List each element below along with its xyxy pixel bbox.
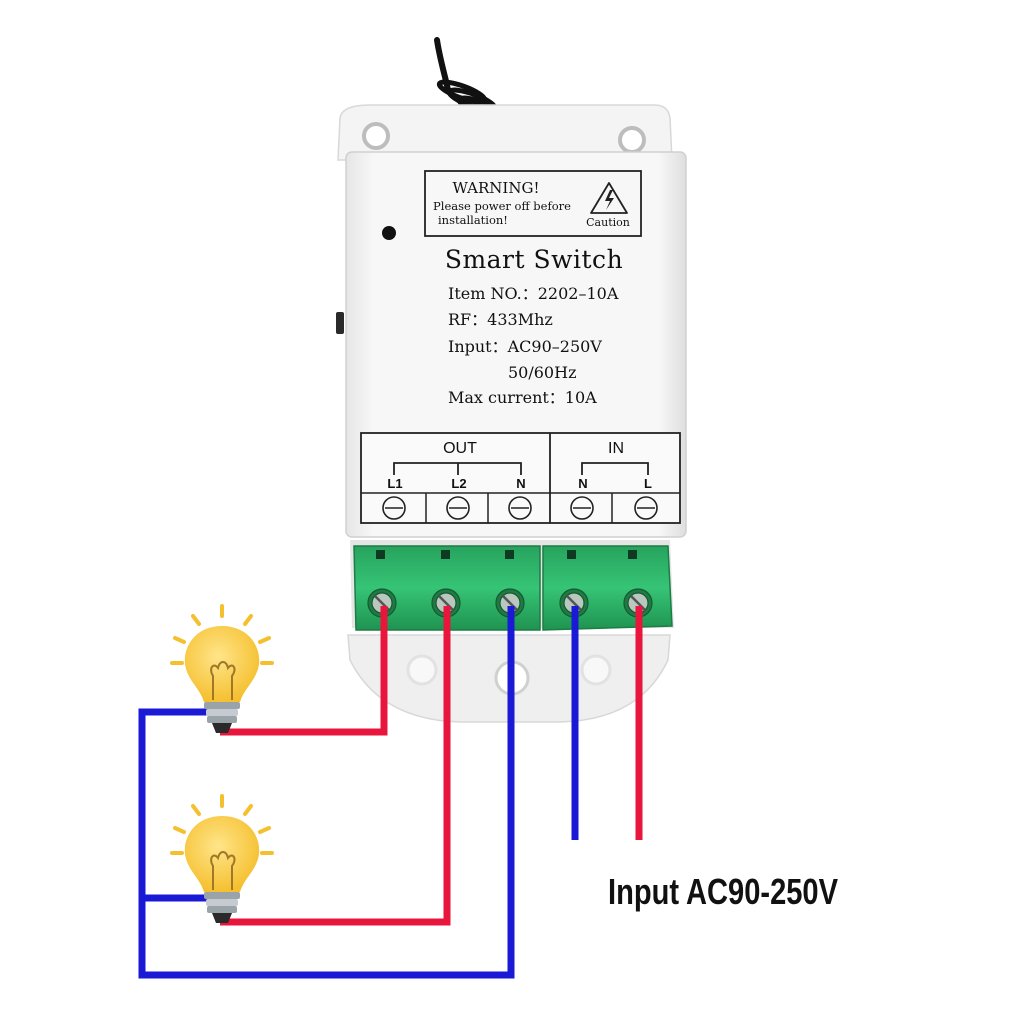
mounting-hole-top-right — [618, 126, 646, 154]
wire-n-out-neutral — [138, 606, 515, 979]
status-led — [382, 226, 396, 240]
terminal-label-panel: OUT IN L1 L2 N N L — [360, 432, 681, 524]
mounting-hole-bottom-right — [580, 654, 612, 686]
input-caption: Input AC90-250V — [608, 871, 838, 912]
wire-l2-live — [220, 606, 451, 926]
terminal-block — [350, 540, 674, 631]
mounting-hole-bottom-left — [406, 654, 438, 686]
caution-label: Caution — [586, 216, 630, 229]
spec-item-no: Item NO.：2202–10A — [448, 284, 619, 303]
spec-rf: RF：433Mhz — [448, 310, 553, 329]
screw-symbol-icon — [382, 496, 658, 520]
warning-label: WARNING! Please power off before install… — [424, 170, 642, 237]
terminal-label-l2: L2 — [451, 476, 466, 491]
device-title: Smart Switch — [445, 245, 623, 274]
light-bulb-icon — [170, 604, 274, 733]
spec-input: Input：AC90–250V — [448, 337, 602, 356]
wiring — [138, 606, 643, 979]
mounting-hole-top-left — [362, 122, 390, 150]
spec-frequency: 50/60Hz — [508, 363, 577, 382]
terminal-label-n-in: N — [578, 476, 587, 491]
warning-line-1: Please power off before — [433, 199, 571, 213]
out-label: OUT — [443, 440, 477, 457]
warning-line-2: installation! — [438, 213, 508, 227]
wire-l1-live — [220, 606, 388, 736]
in-label: IN — [608, 440, 624, 457]
spec-max-current: Max current：10A — [448, 388, 597, 407]
side-button — [336, 312, 344, 334]
terminal-label-n-out: N — [516, 476, 525, 491]
warning-lightning-icon — [590, 182, 628, 214]
terminal-label-l-in: L — [644, 476, 652, 491]
terminal-label-l1: L1 — [387, 476, 402, 491]
warning-title: WARNING! — [453, 179, 540, 197]
light-bulb-icon — [170, 794, 274, 923]
